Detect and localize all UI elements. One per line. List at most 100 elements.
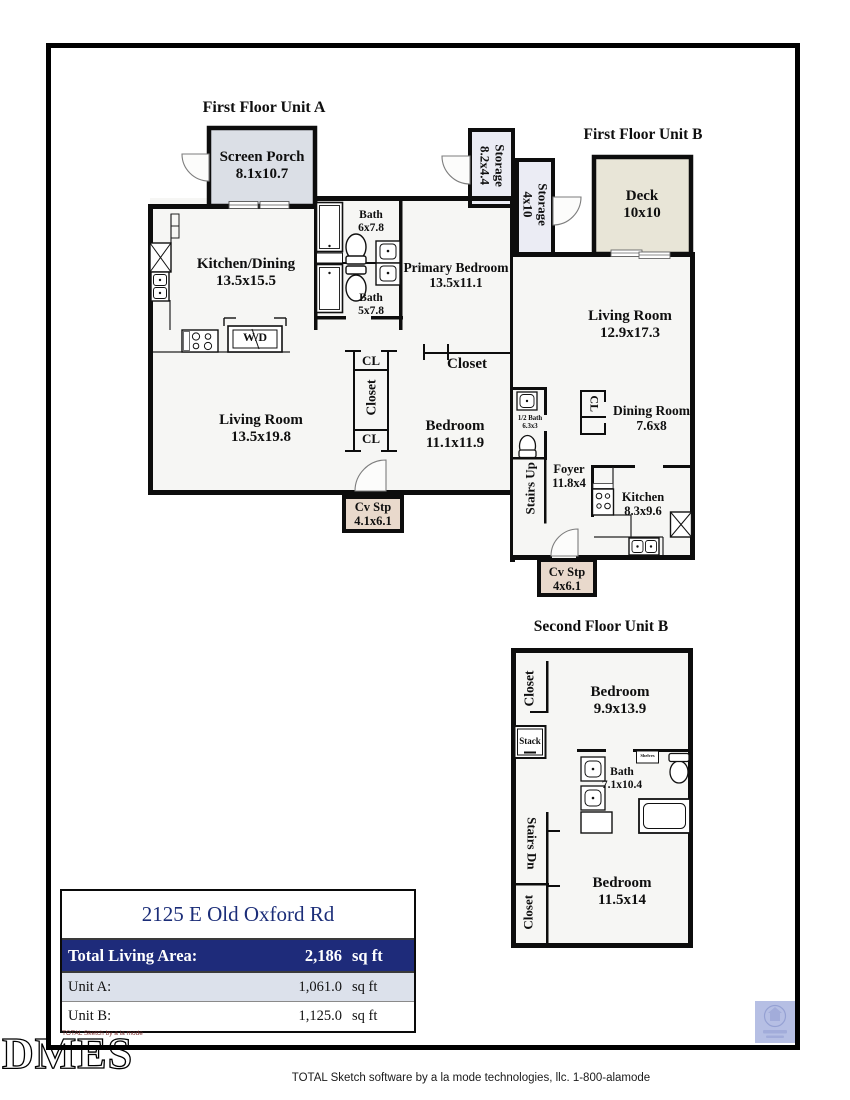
total-sketch-logo: [755, 1001, 795, 1043]
room-label-primary-bedroom: Primary Bedroom 13.5x11.1: [385, 260, 527, 290]
door-arc-icon: [550, 528, 579, 557]
row-label: Unit A:: [68, 978, 112, 995]
room-label-cvstp-a: Cv Stp 4.1x6.1: [343, 500, 403, 528]
room-name: Deck: [625, 188, 659, 204]
unit-b2-walls: [511, 648, 693, 948]
unit-b1-walls: [510, 252, 695, 560]
room-dims: 11.8x4: [552, 476, 586, 490]
closet-label-2f-bottom: Closet: [520, 894, 536, 930]
room-dims: 8.1x10.7: [235, 165, 289, 182]
stairs-up-label: Stairs Up: [522, 462, 538, 515]
room-label-kitchen-dining: Kitchen/Dining 13.5x15.5: [166, 256, 326, 290]
closet-label-vertical: Closet: [363, 379, 379, 416]
bath-sink-icon: [516, 391, 538, 411]
door-arc-icon: [354, 459, 387, 492]
kitchen-sink-icon: [628, 537, 660, 556]
room-name: Storage: [492, 144, 508, 187]
shelves-label: Shelves: [640, 753, 655, 758]
window-icon: [228, 201, 290, 209]
bath-sink-icon: [580, 756, 613, 834]
toilet-icon: [668, 752, 690, 784]
room-dims: 7.1x10.4: [601, 778, 643, 791]
room-label-screen-porch: Screen Porch 8.1x10.7: [209, 149, 315, 183]
washer-dryer-label: W/D: [243, 330, 267, 344]
refrigerator-icon: [669, 511, 693, 538]
room-dims: 8.2x4.4: [478, 146, 493, 186]
room-dims: 10x10: [623, 204, 661, 221]
door-arc-icon: [441, 155, 471, 185]
covered-stoop-b: [537, 558, 597, 597]
room-name: Cv Stp: [354, 500, 392, 514]
room-name: 1/2 Bath: [517, 415, 543, 422]
room-label-bedroom-2f-bottom: Bedroom 11.5x14: [552, 875, 692, 909]
room-name: Bedroom: [590, 684, 650, 700]
unit-a-title: First Floor Unit A: [202, 99, 326, 116]
logo-emblem-icon: [763, 1004, 787, 1038]
room-label-living-room-a: Living Room 13.5x19.8: [190, 412, 332, 446]
room-name: Bath: [359, 292, 383, 304]
stove-icon: [181, 329, 219, 353]
room-label-bath-upper: Bath 6x7.8: [336, 209, 406, 235]
room-label-dining-room: Dining Room 7.6x8: [594, 403, 709, 433]
room-label-bedroom-a: Bedroom 11.1x11.9: [385, 418, 525, 452]
living-area-summary-table: 2125 E Old Oxford Rd Total Living Area: …: [60, 889, 416, 1033]
room-name: Dining Room: [613, 403, 690, 418]
unit-b2-title: Second Floor Unit B: [533, 618, 669, 635]
sketch-credit-text: TOTAL Sketch by a la mode: [62, 1030, 143, 1037]
unit-a-area-row: Unit A: 1,061.0 sq ft: [62, 973, 414, 1002]
toilet-icon: [345, 233, 367, 265]
page-border-frame: [46, 43, 800, 1050]
shower-icon: [315, 263, 344, 314]
toilet-icon: [345, 265, 367, 302]
watermark-text: DMES: [2, 1029, 133, 1078]
washer-dryer-icon: [223, 317, 287, 353]
room-dims: 11.1x11.9: [425, 434, 485, 451]
room-name: Kitchen: [621, 490, 665, 504]
closet-label-cl-bottom: CL: [361, 431, 381, 446]
door-arc-icon: [181, 153, 210, 182]
bath-sink-icon: [375, 240, 401, 286]
room-label-storage-b: Storage 4x10: [520, 165, 551, 245]
room-dims: 6x7.8: [358, 221, 384, 234]
room-dims: 13.5x19.8: [231, 428, 291, 445]
room-dims: 12.9x17.3: [600, 324, 660, 341]
door-arc-icon: [552, 196, 582, 226]
room-name: Foyer: [553, 462, 585, 476]
shower-icon: [315, 201, 344, 253]
room-label-storage-a: Storage 8.2x4.4: [477, 126, 508, 206]
room-name: Primary Bedroom: [403, 260, 509, 275]
shelves-box: [636, 750, 659, 764]
refrigerator-icon: [149, 242, 172, 273]
room-name: Cv Stp: [548, 565, 586, 579]
room-dims: 11.5x14: [598, 891, 646, 908]
total-living-area-row: Total Living Area: 2,186 sq ft: [62, 940, 414, 973]
footer-credit: TOTAL Sketch software by a la mode techn…: [291, 1072, 651, 1084]
row-label: Total Living Area:: [68, 945, 198, 965]
unit-b-area-row: Unit B: 1,125.0 sq ft: [62, 1002, 414, 1031]
room-name: Kitchen/Dining: [196, 256, 296, 272]
room-name: Bath: [359, 209, 383, 221]
room-name: Storage: [535, 183, 551, 226]
room-dims: 7.6x8: [636, 418, 667, 434]
room-name: Screen Porch: [219, 149, 305, 165]
row-unit: sq ft: [352, 1008, 378, 1024]
room-name: Living Room: [219, 412, 303, 428]
room-name: Bedroom: [425, 418, 485, 434]
room-name: Bedroom: [592, 875, 652, 891]
room-dims: 4x6.1: [552, 579, 582, 593]
room-dims: 13.5x15.5: [216, 272, 276, 289]
room-label-deck: Deck 10x10: [592, 188, 692, 222]
room-label-kitchen-b: Kitchen 8.3x9.6: [606, 490, 680, 518]
closet-label-cl-top: CL: [361, 353, 381, 368]
unit-b-first-plan: [510, 154, 695, 597]
closet-label-2f-top: Closet: [521, 670, 537, 707]
room-label-bath-2f: Bath 7.1x10.4: [590, 766, 654, 792]
room-name: Bath: [610, 766, 634, 778]
covered-stoop-a: [342, 495, 404, 533]
toilet-icon: [518, 434, 537, 459]
room-label-cvstp-b: Cv Stp 4x6.1: [538, 565, 596, 593]
room-label-foyer: Foyer 11.8x4: [543, 462, 595, 490]
row-unit: sq ft: [352, 945, 383, 965]
